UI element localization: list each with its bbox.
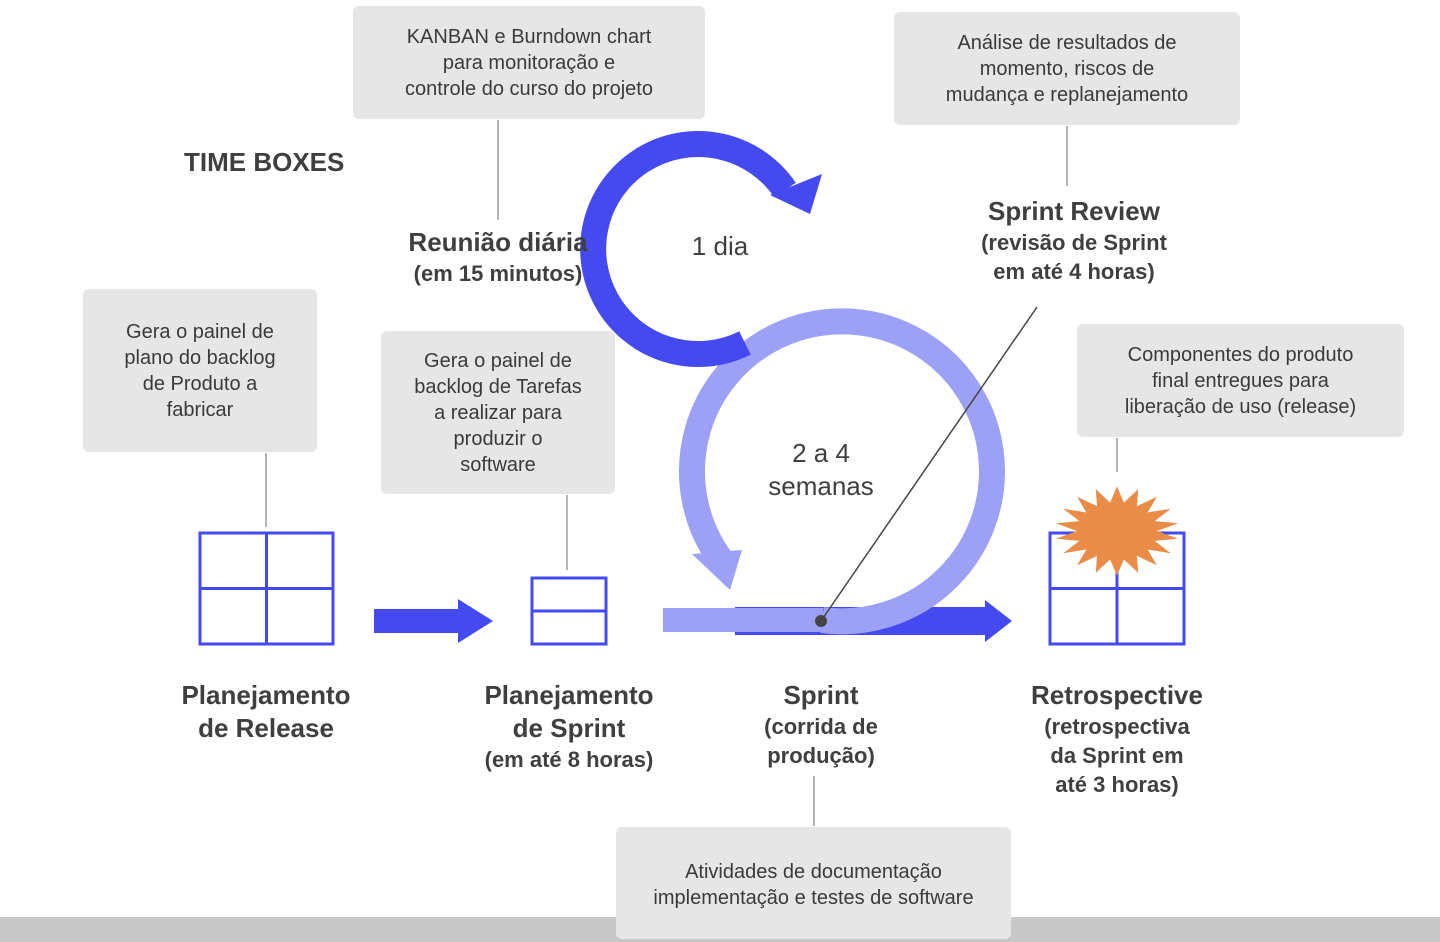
- arrow-to-sprint-planning: [374, 599, 493, 643]
- note-release-line-4: fabricar: [166, 398, 234, 421]
- daily-meeting-label: Reunião diária (em 15 minutos): [378, 226, 618, 288]
- sprint-review-title: Sprint Review: [988, 196, 1160, 226]
- note-analysis: Análise de resultados de momento, riscos…: [894, 12, 1240, 125]
- note-kanban-line-3: controle do curso do projeto: [405, 77, 653, 100]
- sprint-title: Sprint: [783, 680, 859, 710]
- connector-lines: [265, 120, 1118, 826]
- note-components-line-1: Componentes do produto: [1127, 343, 1354, 366]
- retrospective-title: Retrospective: [1031, 680, 1203, 710]
- sprint-board-icon: [530, 576, 608, 646]
- stage-sprint: Sprint (corrida de produção): [721, 679, 921, 770]
- daily-cycle-loop: [580, 131, 796, 368]
- note-sprint-panel-line-2: backlog de Tarefas: [414, 375, 582, 398]
- note-kanban-line-1: KANBAN e Burndown chart: [406, 25, 652, 48]
- note-release-line-1: Gera o painel de: [126, 320, 274, 343]
- note-sprint-panel-line-4: produzir o: [453, 427, 543, 450]
- sprint-cycle-loop: [679, 308, 1005, 635]
- note-analysis-line-2: momento, riscos de: [979, 57, 1155, 80]
- stage-release-planning: Planejamento de Release: [156, 679, 376, 745]
- stage-sprint-planning: Planejamento de Sprint (em até 8 horas): [459, 679, 679, 774]
- daily-meeting-subtitle: (em 15 minutos): [413, 261, 583, 286]
- note-activities: Atividades de documentação implementação…: [616, 827, 1011, 939]
- daily-cycle-arrowhead: [770, 174, 822, 214]
- retrospective-line-2: da Sprint em: [1050, 743, 1184, 768]
- note-components: Componentes do produto final entregues p…: [1077, 324, 1404, 437]
- note-activities-line-1: Atividades de documentação: [685, 861, 942, 883]
- release-planning-line-2: de Release: [198, 713, 334, 743]
- sprint-review-line-2: em até 4 horas): [993, 259, 1155, 284]
- release-burst-icon: [1055, 486, 1179, 576]
- release-planning-line-1: Planejamento: [181, 680, 351, 710]
- retrospective-line-1: (retrospectiva: [1044, 714, 1190, 739]
- note-activities-line-2: implementação e testes de software: [653, 887, 974, 909]
- sprint-planning-line-1: Planejamento: [484, 680, 654, 710]
- sprint-review-label: Sprint Review (revisão de Sprint em até …: [944, 195, 1204, 286]
- note-release-panel: Gera o painel de plano do backlog de Pro…: [83, 289, 317, 452]
- retrospective-line-3: até 3 horas): [1055, 772, 1179, 797]
- sprint-cycle-label-line-1: 2 a 4: [792, 438, 850, 468]
- release-board-icon: [198, 531, 335, 646]
- note-sprint-panel-line-5: software: [460, 453, 536, 476]
- review-pointer-dot: [815, 615, 827, 627]
- note-analysis-line-1: Análise de resultados de: [957, 31, 1177, 54]
- daily-meeting-title: Reunião diária: [408, 227, 588, 257]
- note-release-line-3: de Produto a: [142, 372, 258, 395]
- note-components-line-2: final entregues para: [1152, 369, 1329, 392]
- sprint-cycle-tail: [663, 608, 823, 632]
- note-analysis-line-3: mudança e replanejamento: [945, 83, 1189, 106]
- stage-retrospective: Retrospective (retrospectiva da Sprint e…: [1007, 679, 1227, 799]
- sprint-planning-subtitle: (em até 8 horas): [484, 747, 654, 772]
- note-kanban-line-2: para monitoração e: [442, 51, 616, 74]
- diagram-heading: TIME BOXES: [184, 147, 345, 177]
- sprint-planning-line-2: de Sprint: [512, 713, 626, 743]
- note-components-line-3: liberação de uso (release): [1124, 395, 1357, 418]
- note-release-line-2: plano do backlog: [124, 346, 276, 369]
- sprint-line-1: (corrida de: [764, 714, 878, 739]
- sprint-cycle-arrowhead: [692, 550, 742, 590]
- sprint-cycle-label-line-2: semanas: [768, 471, 874, 501]
- review-pointer-line: [820, 306, 1038, 622]
- note-sprint-panel-line-3: a realizar para: [434, 401, 562, 424]
- note-sprint-panel-line-1: Gera o painel de: [424, 349, 572, 372]
- sprint-line-2: produção): [767, 743, 875, 768]
- note-kanban: KANBAN e Burndown chart para monitoração…: [353, 6, 705, 119]
- daily-cycle-label: 1 dia: [691, 231, 749, 261]
- sprint-cycle-label: 2 a 4 semanas: [741, 437, 901, 503]
- note-sprint-panel: Gera o painel de backlog de Tarefas a re…: [381, 331, 615, 494]
- sprint-review-line-1: (revisão de Sprint: [981, 230, 1167, 255]
